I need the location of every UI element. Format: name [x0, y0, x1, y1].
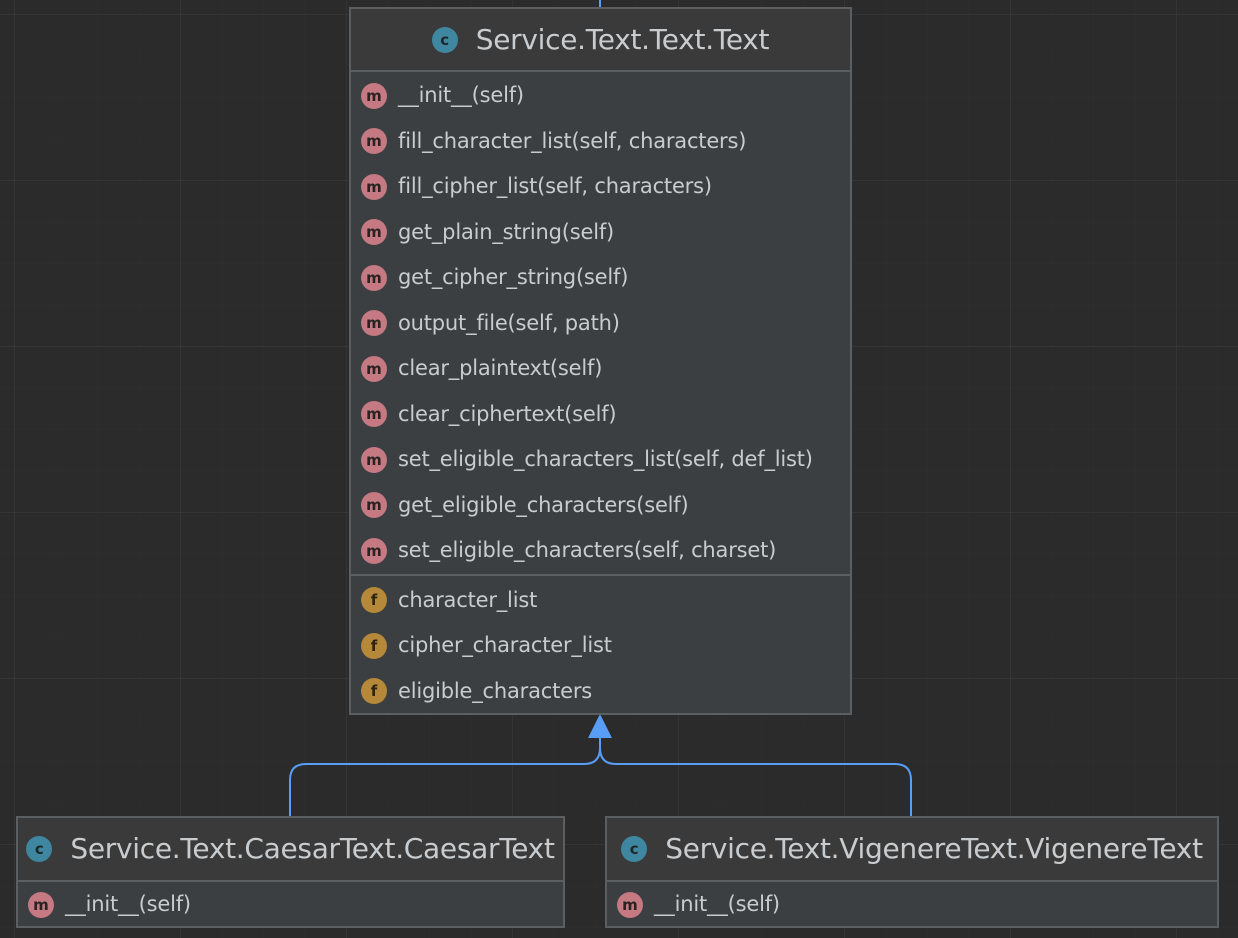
method-row[interactable]: m output_file(self, path) [351, 301, 850, 347]
methods-section: m __init__(self) [18, 882, 563, 928]
method-icon: m [361, 310, 387, 337]
field-icon: f [361, 587, 387, 614]
method-signature: output_file(self, path) [398, 310, 620, 335]
method-icon: m [361, 82, 387, 109]
edge-caesar-to-text [289, 738, 601, 816]
method-icon: m [28, 891, 54, 918]
edge-vigenere-to-text [599, 747, 912, 816]
field-icon: f [361, 678, 387, 705]
method-row[interactable]: m __init__(self) [607, 882, 1217, 928]
method-row[interactable]: m set_eligible_characters_list(self, def_… [351, 437, 850, 483]
class-header: c Service.Text.VigenereText.VigenereText [607, 818, 1217, 882]
field-icon: f [361, 632, 387, 659]
class-header: c Service.Text.CaesarText.CaesarText [18, 818, 563, 882]
method-row[interactable]: m get_plain_string(self) [351, 210, 850, 256]
method-signature: set_eligible_characters(self, charset) [398, 538, 777, 563]
method-row[interactable]: m __init__(self) [351, 73, 850, 119]
class-icon: c [431, 26, 458, 53]
fields-section: f character_list f cipher_character_list f… [351, 576, 850, 715]
method-signature: clear_ciphertext(self) [398, 401, 617, 426]
method-row[interactable]: m get_cipher_string(self) [351, 255, 850, 301]
class-name: Service.Text.VigenereText.VigenereText [665, 832, 1203, 865]
method-signature: __init__(self) [65, 892, 191, 917]
class-name: Service.Text.CaesarText.CaesarText [70, 832, 555, 865]
method-icon: m [361, 219, 387, 246]
methods-section: m __init__(self) [607, 882, 1217, 928]
method-icon: m [361, 492, 387, 519]
method-signature: fill_character_list(self, characters) [398, 128, 747, 153]
method-row[interactable]: m fill_cipher_list(self, characters) [351, 164, 850, 210]
method-icon: m [361, 355, 387, 382]
method-icon: m [617, 891, 643, 918]
method-signature: __init__(self) [398, 83, 524, 108]
method-signature: get_cipher_string(self) [398, 265, 629, 290]
method-row[interactable]: m clear_plaintext(self) [351, 346, 850, 392]
method-row[interactable]: m set_eligible_characters(self, charset) [351, 528, 850, 574]
class-box-text[interactable]: c Service.Text.Text.Text m __init__(self)… [349, 7, 852, 715]
section-divider [351, 573, 850, 576]
field-row[interactable]: f eligible_characters [351, 669, 850, 715]
method-row[interactable]: m clear_ciphertext(self) [351, 392, 850, 438]
class-icon: c [621, 836, 648, 862]
method-icon: m [361, 401, 387, 428]
method-row[interactable]: m __init__(self) [18, 882, 563, 928]
method-icon: m [361, 537, 387, 564]
class-name: Service.Text.Text.Text [475, 22, 770, 56]
field-row[interactable]: f character_list [351, 578, 850, 624]
method-icon: m [361, 128, 387, 155]
class-box-caesar-text[interactable]: c Service.Text.CaesarText.CaesarText m __… [16, 816, 565, 928]
method-signature: get_plain_string(self) [398, 219, 615, 244]
method-icon: m [361, 264, 387, 291]
method-icon: m [361, 446, 387, 473]
class-icon: c [26, 836, 53, 862]
methods-section: m __init__(self) m fill_character_list(sel… [351, 72, 850, 574]
method-signature: set_eligible_characters_list(self, def_l… [398, 447, 813, 472]
field-row[interactable]: f cipher_character_list [351, 623, 850, 669]
method-signature: get_eligible_characters(self) [398, 492, 689, 517]
method-signature: fill_cipher_list(self, characters) [398, 174, 712, 199]
field-name: character_list [398, 587, 538, 612]
field-name: cipher_character_list [398, 633, 612, 658]
method-icon: m [361, 173, 387, 200]
field-name: eligible_characters [398, 678, 593, 703]
inheritance-arrowhead [588, 714, 612, 738]
method-signature: clear_plaintext(self) [398, 356, 603, 381]
method-signature: __init__(self) [654, 892, 780, 917]
class-header: c Service.Text.Text.Text [351, 9, 850, 72]
method-row[interactable]: m fill_character_list(self, characters) [351, 119, 850, 165]
method-row[interactable]: m get_eligible_characters(self) [351, 483, 850, 529]
class-box-vigenere-text[interactable]: c Service.Text.VigenereText.VigenereText… [605, 816, 1219, 928]
